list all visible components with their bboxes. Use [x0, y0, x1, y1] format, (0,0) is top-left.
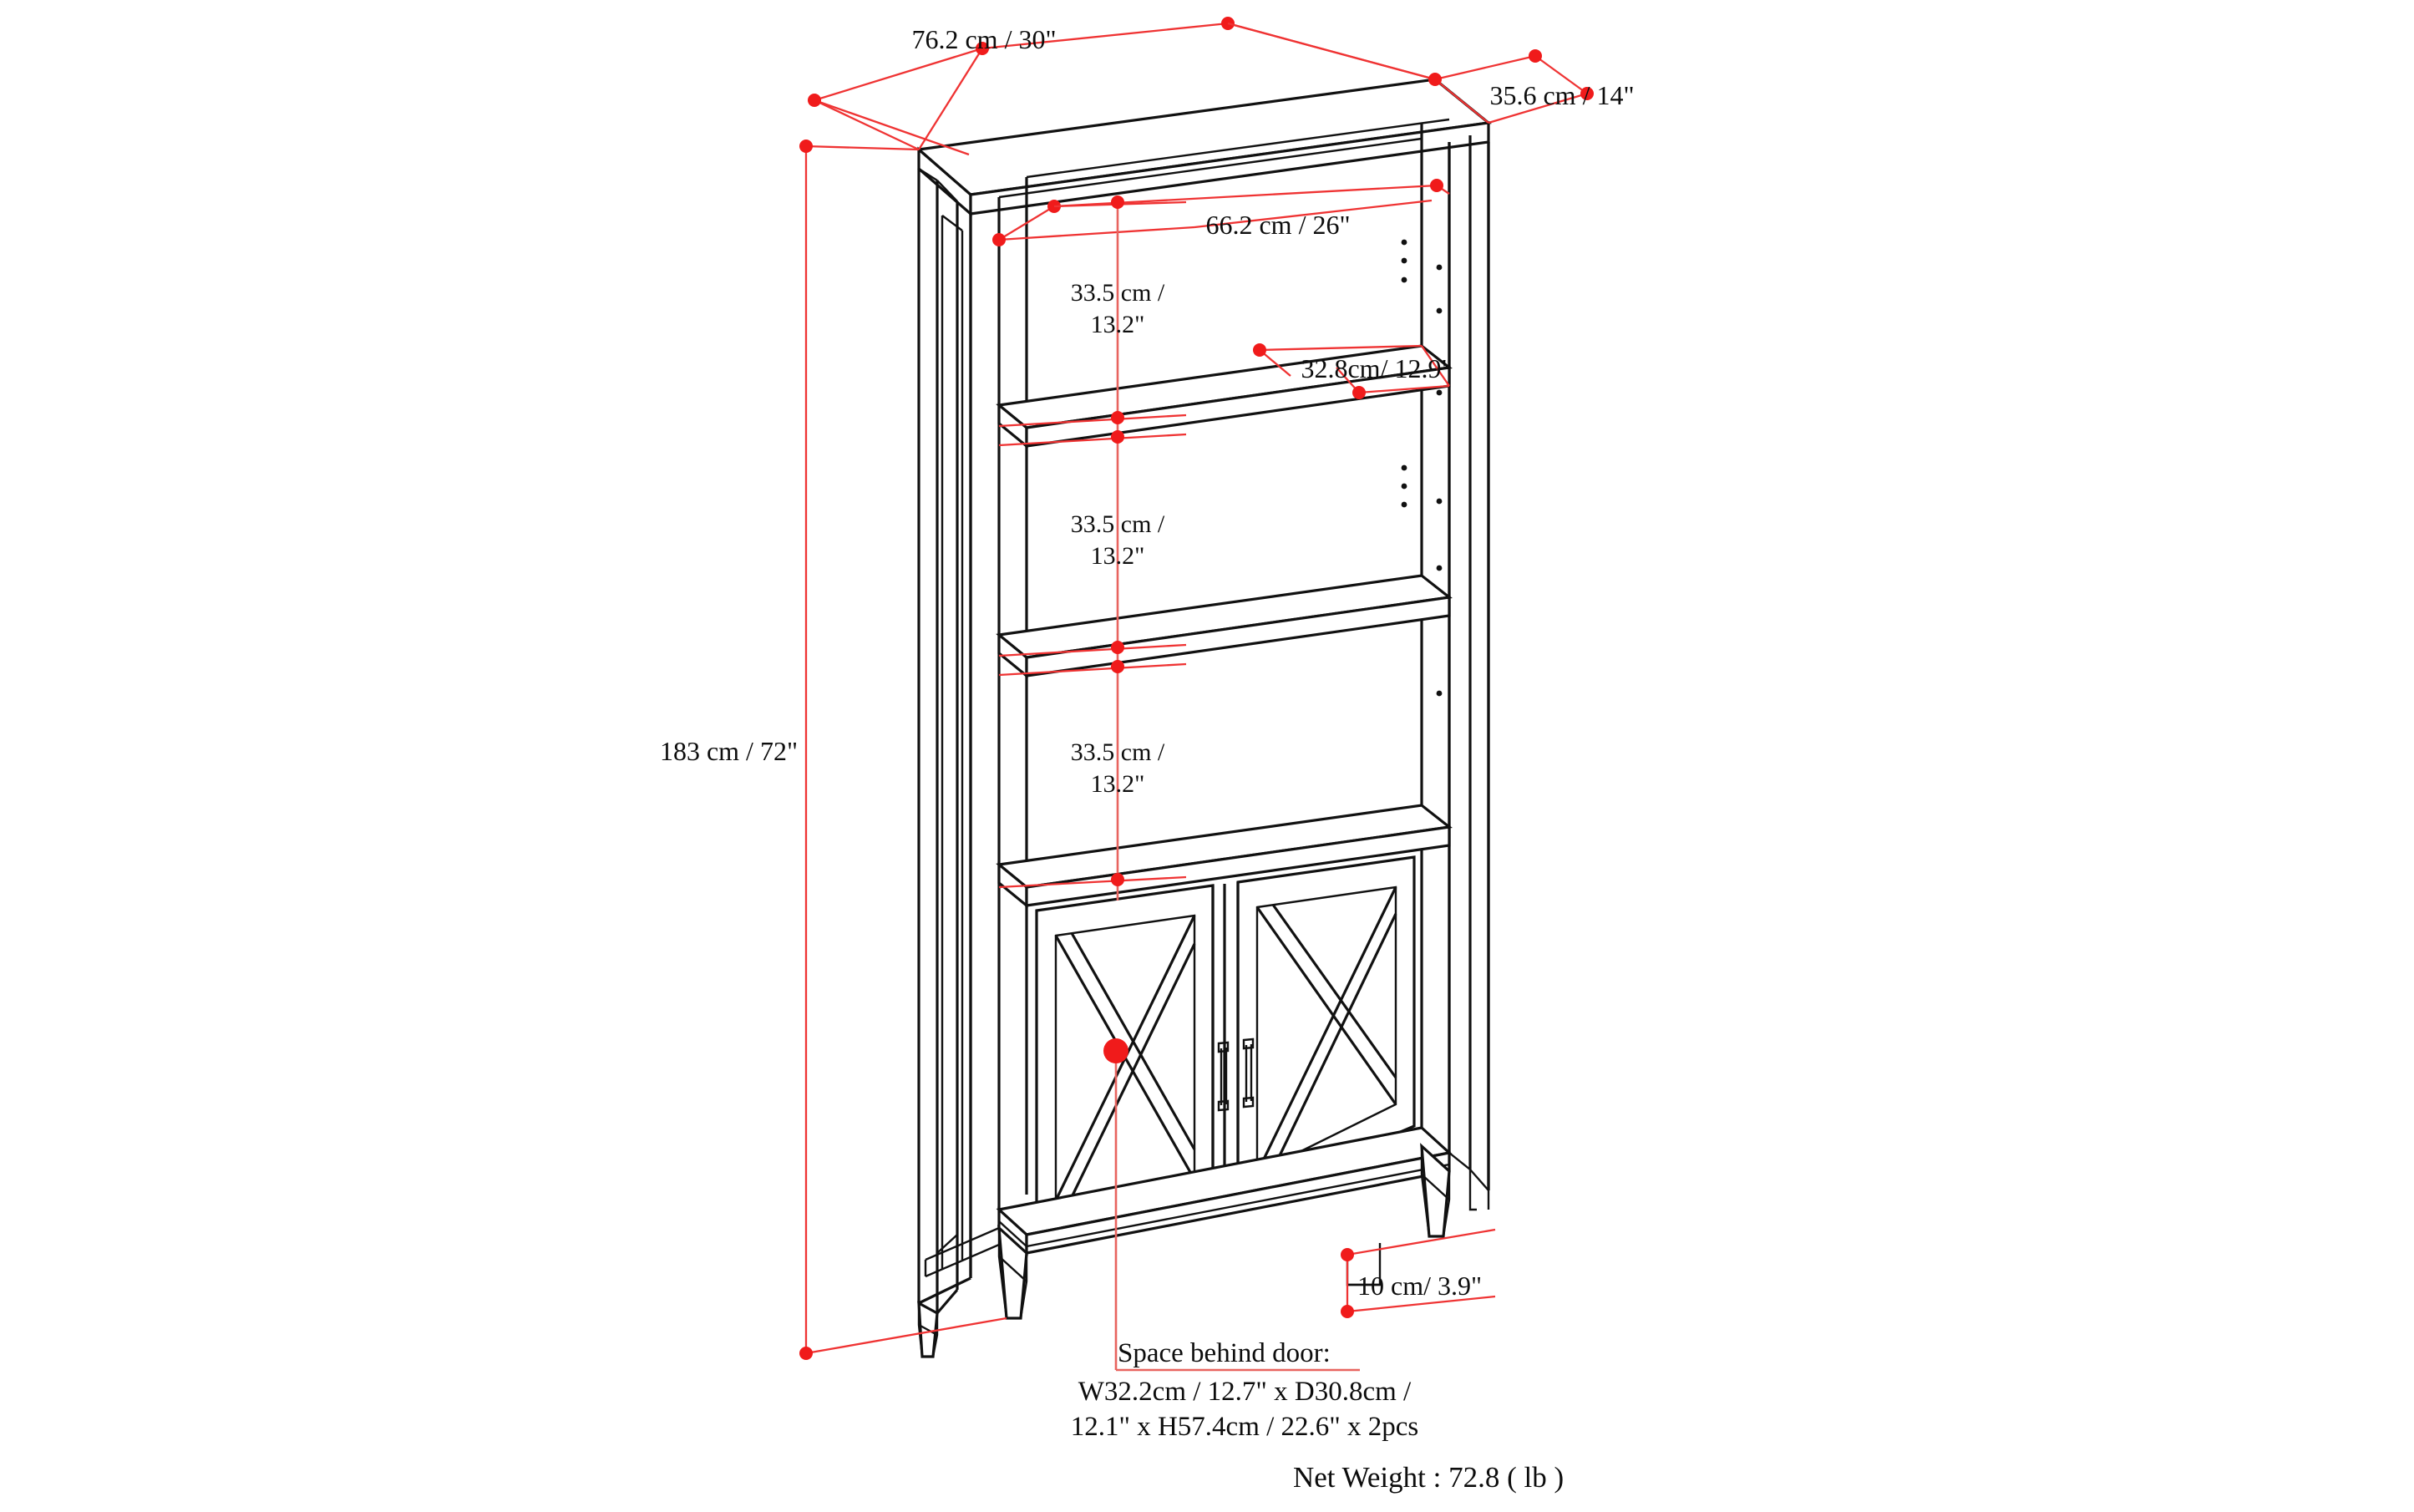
door-handle-left[interactable]	[1217, 1041, 1230, 1112]
net-weight-label: Net Weight : 72.8 ( lb )	[1293, 1461, 1564, 1494]
leg-front-left	[997, 1225, 1028, 1320]
note-space-behind-door-label: Space behind door:	[1118, 1338, 1331, 1368]
dimension-leg-height-label: 10 cm/ 3.9"	[1357, 1271, 1482, 1301]
bookcase-illustration	[915, 78, 1492, 1358]
dimension-width-label: 76.2 cm / 30"	[911, 24, 1056, 54]
door-handle-right[interactable]	[1242, 1038, 1255, 1109]
shelf-lower	[996, 804, 1453, 909]
dimension-shelf-gap-bottom-line1: 33.5 cm /	[1071, 738, 1165, 766]
note-space-behind-door: Space behind door: W32.2cm / 12.7" x D30…	[1071, 1038, 1419, 1442]
dimension-shelf-depth: 32.8cm/ 12.9"	[1253, 343, 1453, 399]
dimension-leg-height: 10 cm/ 3.9"	[1341, 1228, 1496, 1318]
dimension-height: 183 cm / 72"	[660, 140, 1007, 1360]
dimension-shelf-gap-middle-line1: 33.5 cm /	[1071, 510, 1165, 538]
top-panel	[915, 78, 1492, 217]
dimension-interior-width-label: 66.2 cm / 26"	[1205, 210, 1350, 240]
dimension-height-label: 183 cm / 72"	[660, 736, 798, 766]
dimension-shelf-gap-middle-line2: 13.2"	[1091, 542, 1145, 570]
right-side-panel	[1448, 135, 1490, 1191]
base-plinth	[996, 1126, 1453, 1256]
dimension-shelf-gap-bottom-line2: 13.2"	[1091, 770, 1145, 798]
dimension-shelf-gaps: 33.5 cm / 13.2" 33.5 cm / 13.2" 33.5 cm …	[998, 195, 1187, 901]
side-stretcher	[924, 1226, 1000, 1278]
dimension-depth-label: 35.6 cm / 14"	[1489, 80, 1634, 110]
leg-back-left	[917, 1301, 939, 1358]
note-space-behind-door-line1: W32.2cm / 12.7" x D30.8cm /	[1078, 1377, 1412, 1407]
shelf-pin-holes	[1401, 239, 1443, 697]
dimension-shelf-gap-top-line1: 33.5 cm /	[1071, 279, 1165, 307]
leg-back-right	[1468, 1170, 1490, 1211]
dimension-depth: 35.6 cm / 14"	[1227, 22, 1635, 124]
legs	[917, 1143, 1490, 1358]
note-space-behind-door-line2: 12.1" x H57.4cm / 22.6" x 2pcs	[1071, 1412, 1419, 1442]
left-side-panel	[917, 167, 972, 1315]
dimension-shelf-depth-label: 32.8cm/ 12.9"	[1301, 353, 1452, 383]
shelf-middle	[996, 574, 1453, 679]
cabinet-door-right[interactable]	[1236, 855, 1416, 1204]
leg-front-right	[1420, 1143, 1451, 1238]
note-net-weight: Net Weight : 72.8 ( lb )	[1293, 1461, 1564, 1494]
dimension-shelf-gap-top-line2: 13.2"	[1091, 311, 1145, 338]
dimension-annotations: 76.2 cm / 30" 35.6 cm / 14"	[660, 17, 1635, 1494]
